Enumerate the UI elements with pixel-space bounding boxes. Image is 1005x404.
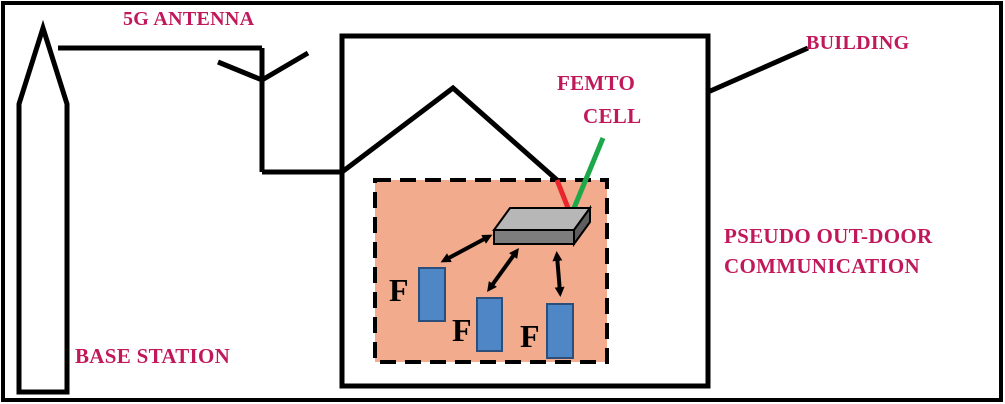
femto-label-line1: FEMTO [557,71,636,95]
device-2-label: F [452,312,472,348]
device-1-label: F [389,272,409,308]
link-arrow-2 [487,247,519,293]
femto-label-line2: CELL [583,104,642,128]
pseudo-label-line1: PSEUDO OUT-DOOR [724,224,933,248]
antenna-label: 5G ANTENNA [123,8,255,30]
pseudo-label-line2: COMMUNICATION [724,254,920,278]
link-arrow-3 [552,251,565,297]
user-device-2 [476,297,503,352]
link-arrow-1 [440,234,493,263]
base-station-tower [16,19,70,395]
base-station-label: BASE STATION [75,344,231,368]
building-roof-line [340,84,559,182]
user-device-3 [546,303,574,359]
building-label: BUILDING [806,32,910,54]
femto-antenna-green [569,137,606,214]
building-leader-line [706,45,810,95]
antenna-arms [217,50,310,83]
user-device-1 [418,267,446,322]
femto-cell-device [492,204,592,248]
device-3-label: F [520,318,540,354]
